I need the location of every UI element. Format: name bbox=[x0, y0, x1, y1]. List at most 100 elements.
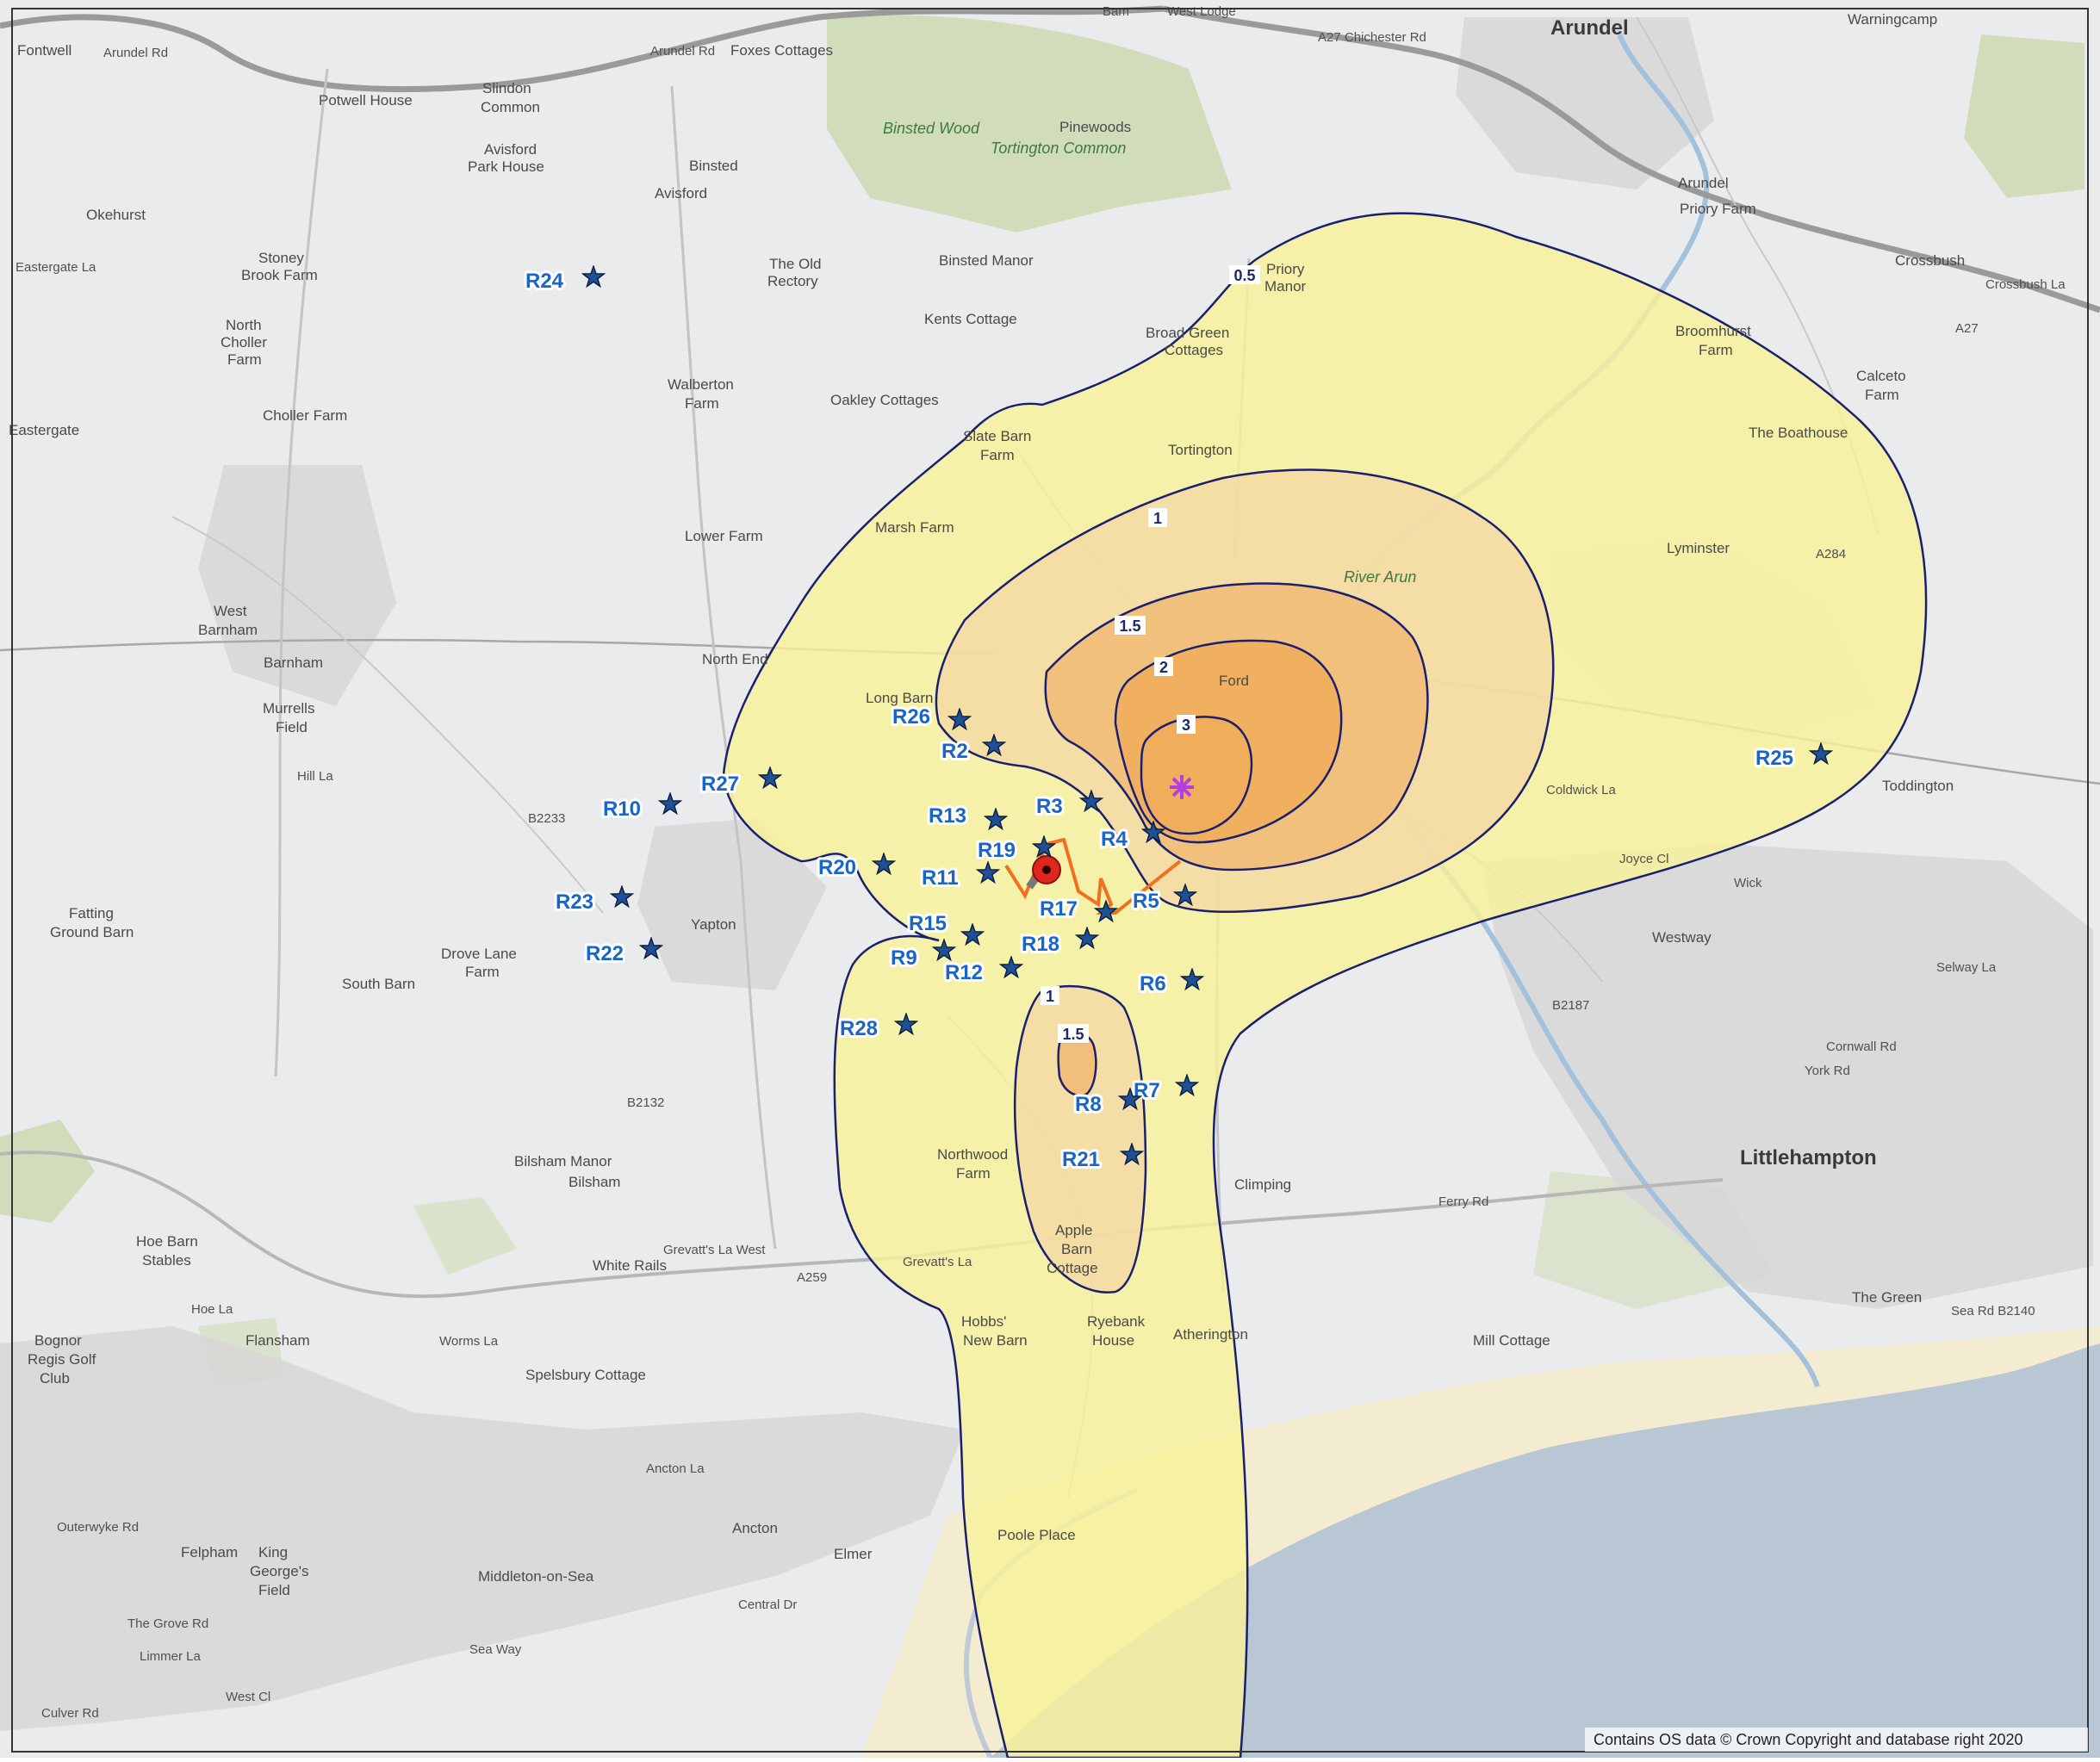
svg-text:A27: A27 bbox=[1955, 321, 1979, 336]
svg-text:Choller: Choller bbox=[221, 334, 267, 351]
receptor-r6[interactable]: R6 bbox=[1137, 968, 1203, 998]
receptor-r25[interactable]: R25 bbox=[1753, 742, 1832, 772]
svg-text:R23: R23 bbox=[556, 890, 593, 914]
svg-text:Middleton-on-Sea: Middleton-on-Sea bbox=[478, 1568, 594, 1585]
svg-text:West Lodge: West Lodge bbox=[1167, 4, 1236, 19]
svg-text:Bilsham Manor: Bilsham Manor bbox=[514, 1153, 612, 1169]
receptor-r19[interactable]: R19 bbox=[975, 835, 1055, 865]
svg-text:The Green: The Green bbox=[1852, 1289, 1922, 1306]
svg-text:R9: R9 bbox=[891, 946, 917, 970]
svg-text:A284: A284 bbox=[1816, 547, 1846, 561]
receptor-r26[interactable]: R26 bbox=[890, 703, 971, 731]
receptor-r21[interactable]: R21 bbox=[1059, 1143, 1143, 1174]
svg-text:York Rd: York Rd bbox=[1805, 1064, 1850, 1078]
receptor-r20[interactable]: R20 bbox=[816, 853, 895, 882]
svg-text:Crossbush La: Crossbush La bbox=[1985, 277, 2066, 292]
svg-text:Northwood: Northwood bbox=[937, 1146, 1008, 1163]
receptor-r4[interactable]: R4 bbox=[1098, 821, 1165, 853]
svg-text:Rectory: Rectory bbox=[767, 273, 818, 289]
svg-text:Manor: Manor bbox=[1264, 278, 1307, 295]
receptor-r18[interactable]: R18 bbox=[1019, 927, 1098, 959]
svg-text:The Boathouse: The Boathouse bbox=[1749, 425, 1848, 441]
svg-text:Brook Farm: Brook Farm bbox=[241, 267, 318, 283]
svg-text:Mill Cottage: Mill Cottage bbox=[1473, 1332, 1550, 1349]
svg-text:Sea Rd B2140: Sea Rd B2140 bbox=[1951, 1304, 2035, 1318]
receptor-r12[interactable]: R12 bbox=[942, 956, 1022, 987]
svg-text:Hoe Barn: Hoe Barn bbox=[136, 1233, 198, 1250]
receptor-r2[interactable]: R2 bbox=[939, 734, 1005, 766]
place-labels: Arundel Littlehampton Warningcamp Fontwe… bbox=[9, 4, 2066, 1721]
svg-text:R8: R8 bbox=[1075, 1093, 1102, 1116]
svg-text:Choller Farm: Choller Farm bbox=[263, 407, 347, 424]
svg-text:Arundel Rd: Arundel Rd bbox=[650, 44, 715, 59]
receptor-r28[interactable]: R28 bbox=[837, 1013, 917, 1043]
contour-label-1-south: 1 bbox=[1046, 988, 1054, 1005]
receptor-r22[interactable]: R22 bbox=[583, 937, 662, 968]
svg-text:Regis Golf: Regis Golf bbox=[28, 1351, 96, 1368]
svg-text:Farm: Farm bbox=[685, 395, 719, 412]
svg-text:Club: Club bbox=[40, 1370, 70, 1387]
contour-1-south bbox=[1013, 985, 1147, 1294]
svg-text:Ford: Ford bbox=[1219, 673, 1249, 689]
receptor-r11[interactable]: R11 bbox=[919, 861, 999, 892]
svg-text:R6: R6 bbox=[1140, 972, 1166, 996]
svg-text:North End: North End bbox=[702, 651, 768, 667]
svg-text:Stables: Stables bbox=[142, 1252, 191, 1269]
receptor-r8[interactable]: R8 bbox=[1072, 1088, 1141, 1119]
receptor-r13[interactable]: R13 bbox=[926, 802, 1007, 830]
receptor-r15[interactable]: R15 bbox=[906, 909, 984, 946]
svg-text:R28: R28 bbox=[840, 1017, 878, 1040]
receptor-r10[interactable]: R10 bbox=[600, 792, 681, 823]
svg-text:West Cl: West Cl bbox=[226, 1690, 270, 1704]
receptor-r23[interactable]: R23 bbox=[553, 885, 633, 916]
svg-text:Kents Cottage: Kents Cottage bbox=[924, 311, 1017, 327]
svg-text:Spelsbury Cottage: Spelsbury Cottage bbox=[525, 1367, 646, 1383]
svg-text:Ground Barn: Ground Barn bbox=[50, 924, 134, 940]
svg-text:Arundel Rd: Arundel Rd bbox=[103, 46, 168, 60]
svg-text:Priory: Priory bbox=[1266, 261, 1305, 277]
svg-text:Murrells: Murrells bbox=[263, 700, 314, 717]
svg-text:R15: R15 bbox=[909, 912, 947, 935]
svg-text:R22: R22 bbox=[586, 942, 624, 965]
receptor-r9[interactable]: R9 bbox=[888, 939, 955, 972]
svg-text:Drove Lane: Drove Lane bbox=[441, 946, 517, 962]
svg-text:Calceto: Calceto bbox=[1856, 368, 1906, 384]
svg-text:The Grove Rd: The Grove Rd bbox=[127, 1616, 208, 1631]
svg-text:R18: R18 bbox=[1022, 933, 1059, 956]
svg-text:Westway: Westway bbox=[1652, 929, 1712, 946]
contour-label-1: 1 bbox=[1153, 510, 1162, 527]
svg-text:Ferry Rd: Ferry Rd bbox=[1438, 1194, 1488, 1209]
svg-text:Field: Field bbox=[258, 1582, 290, 1598]
receptor-r27[interactable]: R27 bbox=[699, 766, 781, 798]
receptor-r24[interactable]: R24 bbox=[523, 265, 605, 295]
svg-text:Broad Green: Broad Green bbox=[1146, 325, 1229, 341]
receptor-r17[interactable]: R17 bbox=[1037, 895, 1117, 923]
sea bbox=[991, 1343, 2100, 1758]
svg-text:Farm: Farm bbox=[465, 964, 500, 980]
svg-text:River Arun: River Arun bbox=[1344, 568, 1416, 586]
svg-text:Potwell House: Potwell House bbox=[319, 92, 413, 109]
svg-text:B2132: B2132 bbox=[627, 1095, 664, 1110]
svg-text:Broomhurst: Broomhurst bbox=[1675, 323, 1751, 339]
svg-text:R26: R26 bbox=[892, 705, 930, 729]
svg-text:Ryebank: Ryebank bbox=[1087, 1313, 1146, 1330]
svg-text:Atherington: Atherington bbox=[1173, 1326, 1248, 1343]
receptor-r3[interactable]: R3 bbox=[1034, 790, 1103, 821]
svg-text:Culver Rd: Culver Rd bbox=[41, 1706, 99, 1721]
svg-text:Elmer: Elmer bbox=[834, 1546, 873, 1562]
maximum-impact-marker bbox=[1170, 775, 1194, 799]
svg-text:Cottages: Cottages bbox=[1165, 342, 1223, 358]
svg-text:Priory Farm: Priory Farm bbox=[1680, 201, 1756, 217]
svg-text:R11: R11 bbox=[922, 866, 959, 890]
receptor-r5[interactable]: R5 bbox=[1130, 884, 1196, 915]
svg-text:R5: R5 bbox=[1133, 890, 1159, 913]
svg-text:Foxes Cottages: Foxes Cottages bbox=[730, 42, 833, 59]
svg-text:Ancton La: Ancton La bbox=[646, 1461, 705, 1476]
contour-label-2: 2 bbox=[1159, 659, 1168, 676]
svg-text:R3: R3 bbox=[1036, 795, 1063, 818]
svg-text:Wick: Wick bbox=[1734, 876, 1762, 890]
svg-text:Fatting: Fatting bbox=[69, 905, 114, 921]
svg-text:Selway La: Selway La bbox=[1936, 960, 1997, 975]
svg-text:Climping: Climping bbox=[1234, 1176, 1291, 1193]
